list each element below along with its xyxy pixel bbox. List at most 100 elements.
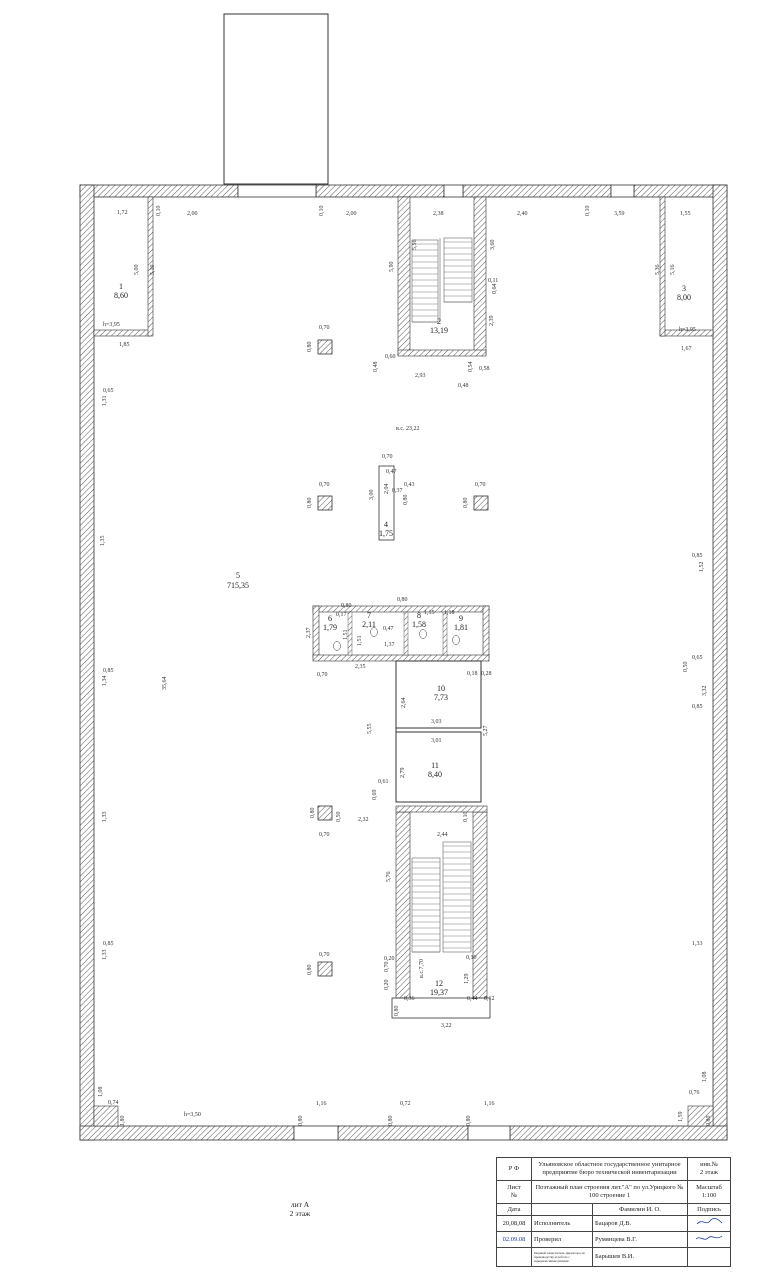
dimension-label: 1,29: [464, 974, 470, 985]
dimension-label: 3,32: [702, 686, 708, 697]
dimension-label: 3,60: [490, 240, 496, 251]
dimension-label: 1,15: [424, 610, 435, 616]
dimension-labels: 1,72 0,10 2,00 0,10 2,00 2,38 2,40 0,10 …: [98, 206, 712, 1127]
rooms-10-11-walls: [395, 660, 482, 803]
dimension-label: 0,20: [384, 980, 390, 991]
dimension-label: 0,80: [388, 1116, 394, 1127]
dimension-label: 1,67: [681, 346, 692, 352]
dimension-label: 0,64: [492, 284, 498, 295]
dimension-label: 0,85: [103, 668, 114, 674]
room-number: 5: [236, 571, 240, 580]
dimension-label: в.с.7,70: [419, 959, 425, 978]
stamp-name-2: Румянцева В.Г.: [592, 1231, 688, 1249]
dimension-label: 0,80: [706, 1116, 712, 1127]
room-area: 8,40: [428, 770, 442, 779]
dimension-label: 2,00: [187, 211, 198, 217]
stamp-org: Ульяновское областное государственное ун…: [531, 1156, 688, 1182]
stamp-inv-label: инв.№: [700, 1161, 718, 1169]
dimension-label: 2,00: [346, 211, 357, 217]
room-area: 7,73: [434, 693, 448, 702]
dimension-label: 1,59: [678, 1112, 684, 1123]
dimension-label: 5,56: [412, 240, 418, 251]
corner-blocks: [93, 1105, 714, 1127]
dimension-label: 0,80: [307, 965, 313, 976]
columns: [317, 339, 489, 977]
dimension-label: 0,70: [317, 672, 328, 678]
stamp-role-3: Первый заместитель директора по производ…: [531, 1247, 593, 1267]
dimension-label: 0,80: [394, 1006, 400, 1017]
stamp-rf: Р Ф: [496, 1156, 532, 1182]
dimension-label: 0,80: [310, 808, 316, 819]
dimension-label: 2,93: [415, 373, 426, 379]
dimension-label: 0,69: [372, 790, 378, 801]
stamp-date-label: Дата: [496, 1203, 532, 1216]
dimension-label: 2,32: [358, 817, 369, 823]
dimension-label: 0,70: [475, 482, 486, 488]
stamp-fio-label: Фамилии И. О.: [592, 1203, 688, 1216]
dimension-label: 3,01: [431, 738, 442, 744]
dimension-label: 1,16: [316, 1101, 327, 1107]
dimension-label: 1,08: [702, 1072, 708, 1083]
stamp-inv: инв.№ 2 этаж: [687, 1156, 731, 1182]
dimension-label: 1,33: [692, 941, 703, 947]
stamp-sign-label: Подпись: [687, 1203, 731, 1216]
dimension-label: 0,44: [467, 996, 478, 1002]
dimension-label: 0,70: [319, 325, 330, 331]
stamp-scale-value: 1:100: [701, 1192, 717, 1200]
dimension-label: 0,72: [400, 1101, 411, 1107]
dimension-label: 0,12: [484, 996, 495, 1002]
dimension-label: 0,47: [383, 626, 394, 632]
stair-bottom: [391, 805, 491, 1019]
dimension-label: 5,27: [483, 726, 489, 737]
room-number: 1: [119, 282, 123, 291]
dimension-label: 1,08: [98, 1087, 104, 1098]
dimension-label: 5,90: [389, 262, 395, 273]
room-number: 9: [459, 614, 463, 623]
dimension-label: 0,70: [319, 832, 330, 838]
dimension-label: 35,64: [162, 677, 168, 691]
stamp-blank: [531, 1203, 593, 1216]
dimension-label: h=3,95: [103, 322, 120, 328]
dimension-label: 2,35: [355, 664, 366, 670]
sheet-note-line: 2 этаж: [289, 1209, 311, 1218]
stamp-scale-label: Масштаб: [696, 1184, 722, 1192]
dimension-label: 0,17: [336, 612, 347, 618]
dimension-label: 5,00: [134, 265, 140, 276]
room-area: 1,75: [379, 529, 393, 538]
room-number: 2: [437, 317, 441, 326]
room-1-walls: [93, 196, 154, 337]
room-number: 4: [384, 520, 388, 529]
room-area: 2,11: [362, 620, 376, 629]
dimension-label: 5,10: [150, 265, 156, 276]
dimension-label: 0,48: [458, 383, 469, 389]
room-number: 10: [437, 684, 445, 693]
dimension-label: 0,58: [479, 366, 490, 372]
room-3-walls: [659, 196, 714, 337]
dimension-label: 0,18: [467, 671, 478, 677]
dimension-label: 3,00: [369, 490, 375, 501]
dimension-label: 0,80: [463, 498, 469, 509]
dimension-label: 0,70: [384, 962, 390, 973]
dimension-label: 1,80: [120, 1116, 126, 1127]
windows: [237, 184, 635, 1141]
dimension-label: 1,72: [117, 210, 128, 216]
dimension-label: 0,48: [373, 362, 379, 373]
dimension-label: 0,10: [463, 812, 469, 823]
sheet-note: лит А 2 этаж: [260, 1200, 340, 1218]
sanitary-block: [312, 605, 490, 662]
dimension-label: 1,55: [680, 211, 691, 217]
stamp-scale: Масштаб 1:100: [687, 1180, 731, 1205]
dimension-label: 2,79: [400, 768, 406, 779]
stamp-role-2: Проверил: [531, 1231, 593, 1249]
room-labels: 1 8,60 2 13,19 3 8,00 4 1,75 5 715,35 6 …: [114, 282, 691, 997]
dimension-label: h=3,95: [679, 327, 696, 333]
dimension-label: 0,76: [689, 1090, 700, 1096]
dimension-label: 2,38: [433, 211, 444, 217]
dimension-label: h=3,50: [184, 1112, 201, 1118]
dimension-label: 0,80: [298, 1116, 304, 1127]
dimension-label: 1,31: [102, 396, 108, 407]
dimension-label: 0,70: [382, 454, 393, 460]
dimension-label: 0,80: [307, 498, 313, 509]
dimension-label: 0,85: [692, 704, 703, 710]
